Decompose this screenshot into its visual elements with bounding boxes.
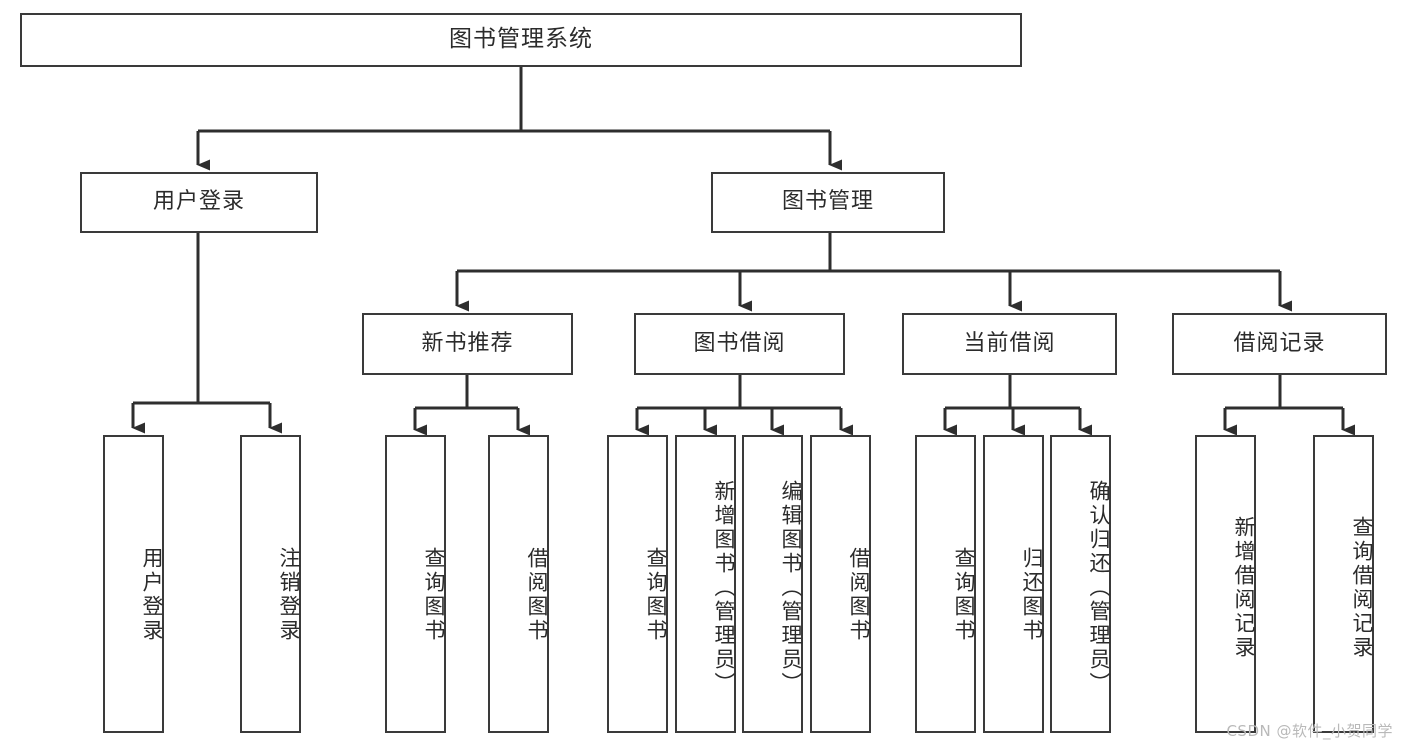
node-label: 注销登录	[277, 547, 301, 643]
node-label: 用户登录	[152, 189, 245, 215]
node-label: 新书推荐	[421, 330, 514, 356]
node-root-system[interactable]: 图书管理系统	[20, 13, 1022, 67]
node-label: 借阅图书	[525, 547, 549, 643]
node-label: 确认归还（管理员）	[1087, 480, 1111, 696]
csdn-watermark: CSDN @软件_小贺同学	[1226, 722, 1393, 740]
node-label: 归还图书	[1020, 547, 1044, 643]
leaf-current-borrow-query[interactable]: 查询图书	[915, 435, 976, 733]
node-label: 查询图书	[952, 547, 976, 643]
node-book-management[interactable]: 图书管理	[711, 172, 945, 233]
node-label: 查询图书	[422, 547, 446, 643]
node-label: 用户登录	[140, 547, 164, 643]
node-user-login[interactable]: 用户登录	[80, 172, 318, 233]
leaf-user-login-signin[interactable]: 用户登录	[103, 435, 164, 733]
node-label: 图书借阅	[693, 330, 786, 356]
node-label: 查询图书	[644, 547, 668, 643]
node-label: 图书管理	[781, 189, 874, 215]
node-borrow-record[interactable]: 借阅记录	[1172, 313, 1387, 375]
leaf-book-borrow-add[interactable]: 新增图书（管理员）	[675, 435, 736, 733]
node-label: 查询借阅记录	[1350, 516, 1374, 660]
leaf-book-borrow-lend[interactable]: 借阅图书	[810, 435, 871, 733]
node-label: 借阅图书	[847, 547, 871, 643]
node-label: 借阅记录	[1233, 330, 1326, 356]
leaf-new-book-borrow[interactable]: 借阅图书	[488, 435, 549, 733]
leaf-new-book-query[interactable]: 查询图书	[385, 435, 446, 733]
leaf-current-borrow-confirm-return[interactable]: 确认归还（管理员）	[1050, 435, 1111, 733]
node-label: 当前借阅	[963, 330, 1056, 356]
leaf-book-borrow-edit[interactable]: 编辑图书（管理员）	[742, 435, 803, 733]
node-label: 编辑图书（管理员）	[779, 480, 803, 696]
node-label: 新增借阅记录	[1232, 516, 1256, 660]
leaf-current-borrow-return[interactable]: 归还图书	[983, 435, 1044, 733]
node-current-borrow[interactable]: 当前借阅	[902, 313, 1117, 375]
leaf-user-login-signout[interactable]: 注销登录	[240, 435, 301, 733]
node-label: 图书管理系统	[449, 26, 593, 53]
node-label: 新增图书（管理员）	[712, 480, 736, 696]
node-new-book-recommend[interactable]: 新书推荐	[362, 313, 573, 375]
leaf-book-borrow-query[interactable]: 查询图书	[607, 435, 668, 733]
node-book-borrow[interactable]: 图书借阅	[634, 313, 845, 375]
leaf-borrow-record-query[interactable]: 查询借阅记录	[1313, 435, 1374, 733]
leaf-borrow-record-add[interactable]: 新增借阅记录	[1195, 435, 1256, 733]
